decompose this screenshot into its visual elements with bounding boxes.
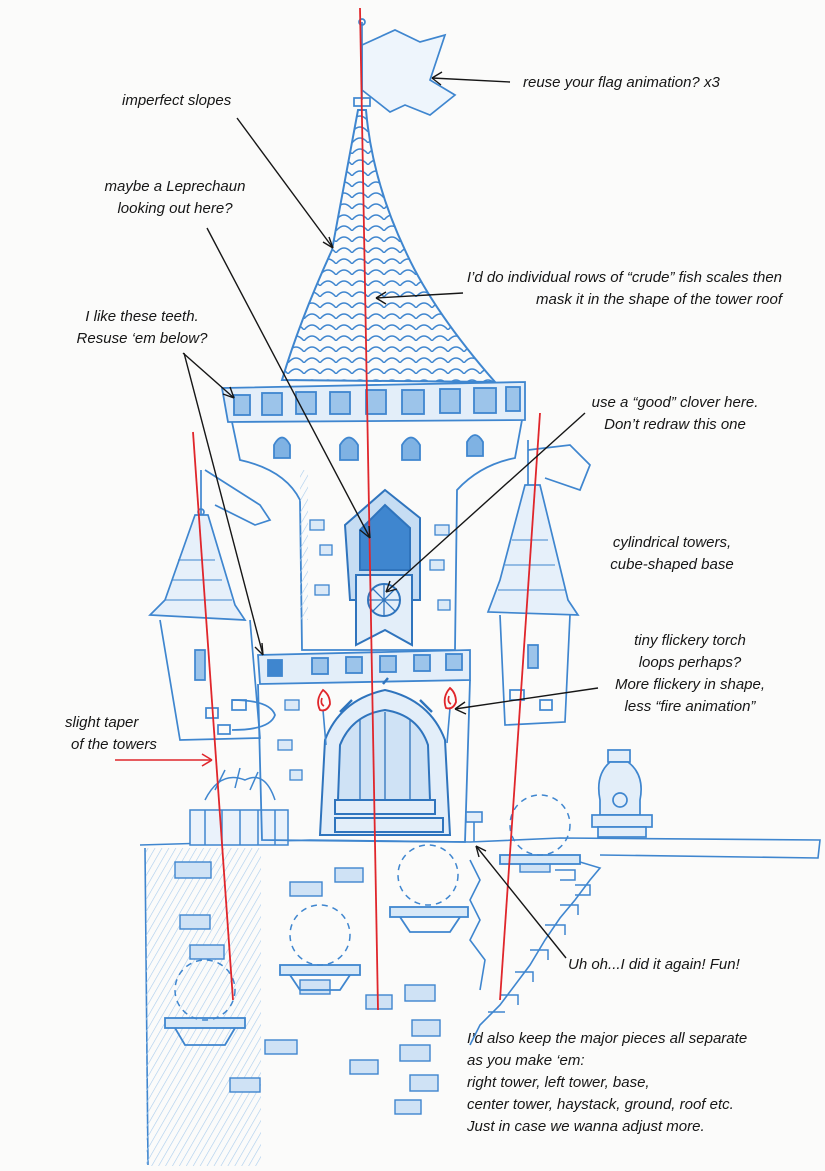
note-torch: tiny flickery torch loops perhaps? More … (590, 630, 790, 718)
note-torch-line: loops perhaps? (638, 654, 742, 671)
note-leprechaun-line: maybe a Leprechaun (104, 178, 246, 195)
stairs (488, 869, 591, 1013)
note-separate-line: as you make ‘em: (467, 1052, 585, 1069)
annotation-arrows (182, 71, 599, 959)
note-flag-text: reuse your flag animation? x3 (523, 74, 720, 91)
haystack (189, 767, 289, 846)
main-roof (280, 109, 498, 384)
potion-bottle (591, 749, 653, 838)
upper-wall (231, 419, 523, 651)
note-uh-oh-text: Uh oh...I did it again! Fun! (568, 956, 740, 973)
note-separate: I’d also keep the major pieces all separ… (467, 1028, 747, 1138)
top-flag (361, 29, 457, 116)
note-teeth-line: I like these teeth. (85, 308, 199, 325)
note-slopes-text: imperfect slopes (122, 92, 232, 109)
note-taper: slight taper of the towers (65, 712, 157, 756)
note-clover-line: Don’t redraw this one (604, 416, 746, 433)
note-torch-line: More flickery in shape, (614, 676, 766, 693)
mailbox (465, 811, 483, 842)
note-taper-line: slight taper (65, 714, 139, 731)
note-separate-line: I’d also keep the major pieces all separ… (467, 1030, 748, 1047)
dashed-circles (174, 794, 571, 1021)
note-separate-line: right tower, left tower, base, (467, 1074, 650, 1091)
note-towers-line: cube-shaped base (610, 556, 734, 573)
platforms (164, 854, 581, 1046)
guide-lines (192, 7, 541, 1011)
lower-wall (231, 679, 471, 843)
note-towers-line: cylindrical towers, (612, 534, 732, 551)
note-clover: use a “good” clover here. Don’t redraw t… (570, 392, 780, 436)
taper-arrow (115, 753, 213, 767)
note-torch-line: less “fire animation” (624, 698, 756, 715)
note-teeth-line: Resuse ‘em below? (76, 330, 208, 347)
torches (317, 686, 457, 746)
top-battlements (220, 381, 526, 423)
left-tower (148, 469, 272, 741)
note-torch-line: tiny flickery torch (634, 632, 746, 649)
cliff-bricks (174, 859, 551, 1115)
ground-cliff (139, 837, 821, 1166)
note-uh-oh: Uh oh...I did it again! Fun! (568, 954, 740, 976)
note-clover-line: use a “good” clover here. (591, 394, 759, 411)
note-fish-scales-line: mask it in the shape of the tower roof (536, 291, 782, 308)
note-teeth: I like these teeth. Resuse ‘em below? (52, 306, 232, 350)
note-taper-line: of the towers (71, 736, 157, 753)
note-towers: cylindrical towers, cube-shaped base (592, 532, 752, 576)
note-separate-line: Just in case we wanna adjust more. (467, 1118, 705, 1135)
note-fish-scales-line: I’d do individual rows of “crude” fish s… (466, 269, 782, 286)
lower-battlements (257, 649, 471, 685)
wall-bricks (277, 519, 451, 781)
note-fish-scales: I’d do individual rows of “crude” fish s… (380, 267, 782, 311)
note-slopes: imperfect slopes (122, 90, 231, 112)
note-leprechaun: maybe a Leprechaun looking out here? (80, 176, 270, 220)
right-tower (486, 440, 591, 726)
castle-door (318, 677, 452, 836)
note-flag: reuse your flag animation? x3 (523, 72, 720, 94)
note-separate-line: center tower, haystack, ground, roof etc… (467, 1096, 734, 1113)
note-leprechaun-line: looking out here? (117, 200, 233, 217)
